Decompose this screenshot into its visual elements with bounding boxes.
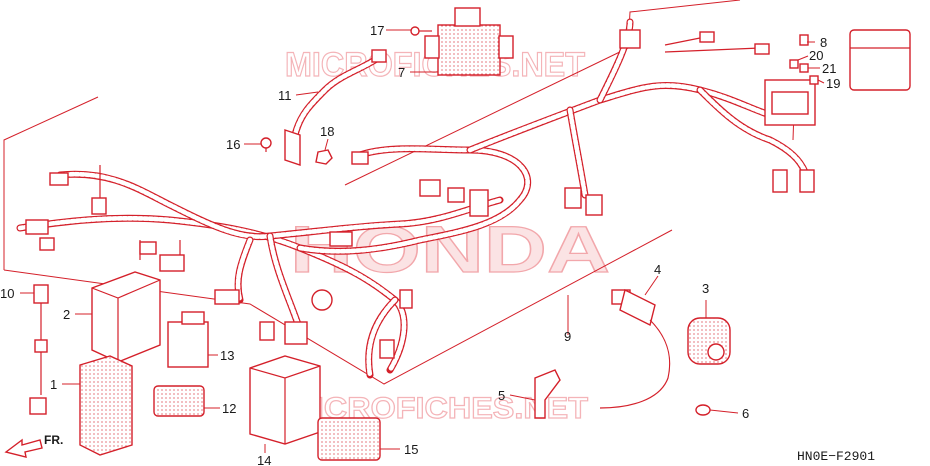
front-direction-label: FR.: [44, 433, 63, 447]
callout-6: 6: [742, 406, 749, 421]
callout-19: 19: [826, 76, 840, 91]
callout-3: 3: [702, 281, 709, 296]
callout-17: 17: [370, 23, 384, 38]
diagram-code: HN0E−F2901: [797, 449, 875, 464]
callout-1: 1: [50, 377, 57, 392]
callout-20: 20: [809, 48, 823, 63]
nut-18: [315, 149, 333, 165]
clamp-6: [695, 404, 711, 416]
sub-harness-11: [284, 49, 387, 166]
cdi-unit: [91, 271, 161, 363]
callout-9: 9: [564, 329, 571, 344]
ignition-coil: [599, 288, 671, 409]
bolt-17: [410, 26, 432, 36]
relay-rubber-12: [153, 385, 205, 417]
callout-7: 7: [398, 65, 405, 80]
callout-5: 5: [498, 388, 505, 403]
rubber-15: [317, 417, 381, 461]
callout-2: 2: [63, 307, 70, 322]
coil-rubber-3: [687, 317, 731, 365]
callout-11: 11: [278, 88, 292, 103]
leader-lines: [20, 29, 825, 453]
callout-8: 8: [820, 35, 827, 50]
harness-frame: [3, 0, 796, 385]
callout-16: 16: [226, 137, 240, 152]
callout-15: 15: [404, 442, 418, 457]
sensor-10: [29, 284, 49, 415]
callout-4: 4: [654, 262, 661, 277]
callout-10: 10: [0, 286, 14, 301]
callout-13: 13: [220, 348, 234, 363]
rubber-mount-1: [79, 355, 133, 456]
main-wire-harness: [16, 18, 815, 379]
bolt-16: [260, 137, 272, 152]
callout-14: 14: [257, 453, 271, 466]
front-direction-arrow: FR.: [4, 433, 63, 458]
callout-12: 12: [222, 401, 236, 416]
relay-13: [167, 311, 209, 368]
callout-numbers: 1 2 3 4 5 6 7 8 9 10 11 12 13 14 15 16 1…: [0, 23, 840, 466]
spark-plug-cap: [534, 369, 561, 419]
regulator-rectifier: [424, 7, 514, 76]
control-unit-14: [249, 355, 321, 445]
callout-21: 21: [822, 61, 836, 76]
callout-18: 18: [320, 124, 334, 139]
